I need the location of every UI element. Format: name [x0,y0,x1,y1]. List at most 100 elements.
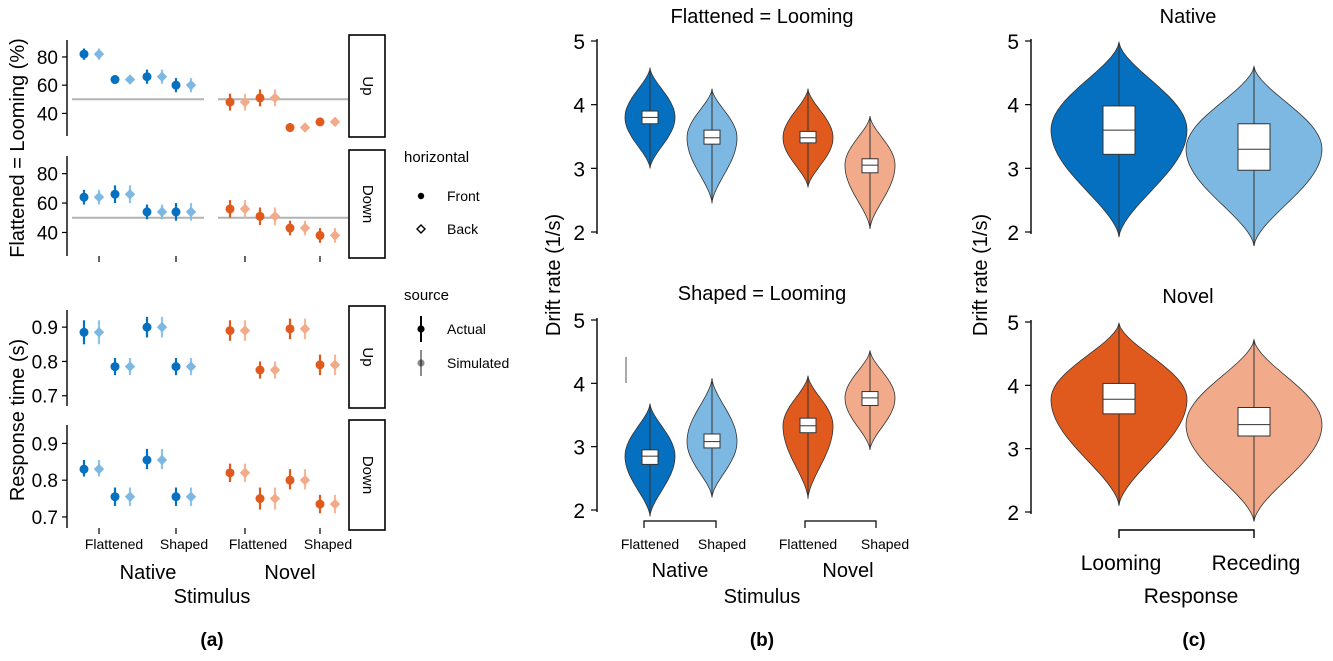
a-point-back [299,222,311,234]
strip-a-up-bottom-label: Up [359,347,376,366]
panel-a-group-native: Native [120,562,177,584]
panel-b-x-title: Stimulus [724,586,801,608]
a-point-front [79,464,89,474]
legend-simulated-label: Simulated [447,355,509,371]
b-top-novel-flattened-box [799,130,817,144]
a-point-back [239,467,251,479]
a-point-front [315,499,325,509]
a-point-back [124,74,136,85]
strip-a-down-bottom-label: Down [359,456,376,494]
b-bottom-novel-shaped-box [861,391,879,407]
b-bottom-novel-flattened-violin-group [782,375,834,499]
panel-a-y-title-top: Flattened = Looming (%) [7,38,29,258]
c-novel-looming-violin-group [1050,322,1188,506]
a-point-back [124,361,136,372]
legend-horizontal-title: horizontal [404,149,469,166]
a-point-back [239,96,251,108]
panel-c-violins [1050,40,1323,522]
a-point-front [79,49,89,59]
a-point-front [142,455,152,465]
b-top-novel-shaped-violin-group [844,116,896,229]
a-point-back [185,79,197,91]
a-point-back [156,454,168,466]
b-ytick-label: 5 [573,31,585,54]
panel-b-title-top: Flattened = Looming [671,6,854,28]
panel-b-level-shaped-novel: Shaped [861,536,909,552]
a-point-front [225,97,235,107]
a-point-front [255,365,265,375]
a-point-back [156,321,168,333]
a-point-back [185,491,197,502]
legend-simulated-symbol [417,359,425,367]
c-novel-looming-box [1102,382,1136,415]
legend-horizontal: horizontal Front Back [404,149,480,237]
a-point-back [239,203,251,215]
panel-b-title-bottom: Shaped = Looming [678,283,846,305]
b-bottom-native-shaped-violin-group [686,378,738,498]
strip-a-up-top-label: Up [359,76,376,95]
c-ytick-label: 5 [1007,312,1019,335]
c-native-looming-violin-group [1050,40,1188,238]
a-point-front [110,362,120,372]
panel-c-title-top: Native [1160,6,1217,28]
panel-c-title-bottom: Novel [1162,286,1213,308]
legend-source: source Actual Simulated [404,287,509,376]
panel-b-group-novel: Novel [822,560,873,582]
c-novel-receding-box [1237,407,1271,437]
panel-c-caption: (c) [1182,630,1205,651]
a-point-front [315,360,325,370]
a-point-back [329,116,341,128]
c-native-receding-violin-group [1185,65,1323,247]
a-pct-ytick-label: 80 [37,165,58,186]
b-top-native-shaped-violin-group [686,88,738,204]
a-point-back [124,491,136,502]
strip-a-down-top: Down [348,149,386,259]
a-point-front [142,207,152,217]
panel-a-level-shaped-native: Shaped [160,536,208,552]
c-ytick-label: 5 [1007,31,1019,54]
b-top-novel-shaped-box [861,158,879,174]
a-point-back [299,122,311,133]
b-ytick-label: 2 [573,222,585,245]
panel-a: Flattened = Looming (%) Response time (s… [7,34,509,651]
legend-back-symbol [416,224,426,234]
a-pct-ytick-label: 40 [37,223,58,244]
panel-b-violins [624,67,896,517]
a-point-front [315,117,325,127]
c-ytick-label: 4 [1007,95,1019,118]
panel-a-y-title-bottom: Response time (s) [7,339,29,501]
a-point-front [225,204,235,214]
a-pct-ytick-label: 60 [37,76,58,97]
c-ytick-label: 3 [1007,439,1019,462]
b-top-novel-flattened-violin-group [782,88,834,188]
legend-actual-symbol [417,325,425,333]
b-top-native-flattened-violin-group [624,67,676,169]
b-ytick-label: 2 [573,500,585,523]
a-rt-ytick-label: 0.7 [32,508,58,529]
c-novel-receding-violin-group [1185,338,1323,522]
a-point-back [269,92,281,104]
a-point-back [93,191,105,203]
a-point-front [225,468,235,478]
panel-b-level-flattened-novel: Flattened [779,536,837,552]
b-bracket-novel [804,520,877,528]
a-point-front [285,223,295,233]
a-point-front [171,362,181,372]
a-point-back [156,206,168,218]
a-point-front [285,475,295,485]
a-point-back [93,463,105,475]
panel-b-group-native: Native [652,560,709,582]
b-bottom-novel-shaped-violin-group [844,350,896,450]
a-rt-ytick-label: 0.8 [32,471,58,492]
a-rt-ytick-label: 0.9 [32,434,58,455]
a-point-back [299,474,311,486]
legend-source-title: source [404,287,449,304]
panel-c-category-looming: Looming [1081,552,1162,575]
a-point-back [93,327,105,338]
a-point-front [225,326,235,336]
panel-a-level-flattened-novel: Flattened [229,536,287,552]
